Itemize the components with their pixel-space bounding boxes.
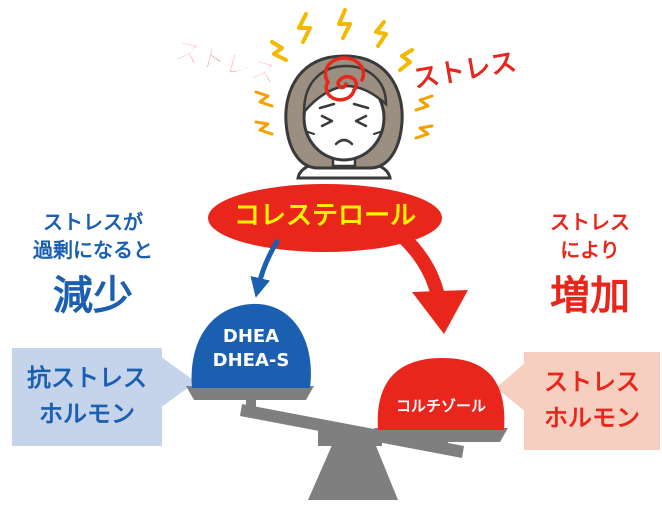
stress-hormone-box — [496, 352, 660, 450]
right-note-line1: ストレス — [550, 210, 630, 234]
cortisol-label: コルチゾール — [395, 397, 486, 415]
dhea-label-line1: DHEA — [222, 326, 280, 347]
left-note-line2: 過剰になると — [33, 238, 153, 262]
right-note-effect: 増加 — [550, 273, 630, 319]
stress-hormone-line1: ストレス — [544, 368, 640, 396]
left-note-line1: ストレスが — [43, 210, 143, 234]
right-note-line2: により — [560, 238, 620, 262]
balance-scale — [186, 386, 508, 500]
stress-hormone-line2: ホルモン — [544, 404, 640, 432]
left-note-effect: 減少 — [53, 273, 133, 319]
decrease-arrow — [250, 238, 281, 298]
anti-stress-line2: ホルモン — [39, 400, 135, 428]
increase-arrow — [395, 229, 468, 334]
dhea-blob — [191, 303, 311, 388]
lightning-bolt-icon — [254, 8, 434, 140]
dizzy-spiral-icon — [323, 56, 366, 102]
stressed-woman-icon — [284, 54, 404, 180]
dhea-label-line2: DHEA-S — [212, 350, 290, 371]
cortisol-blob — [377, 358, 505, 430]
anti-stress-hormone-box — [12, 348, 196, 446]
anti-stress-line1: 抗ストレス — [27, 364, 147, 392]
cholesterol-label: コレステロール — [233, 201, 416, 231]
cholesterol-oval — [208, 184, 442, 252]
